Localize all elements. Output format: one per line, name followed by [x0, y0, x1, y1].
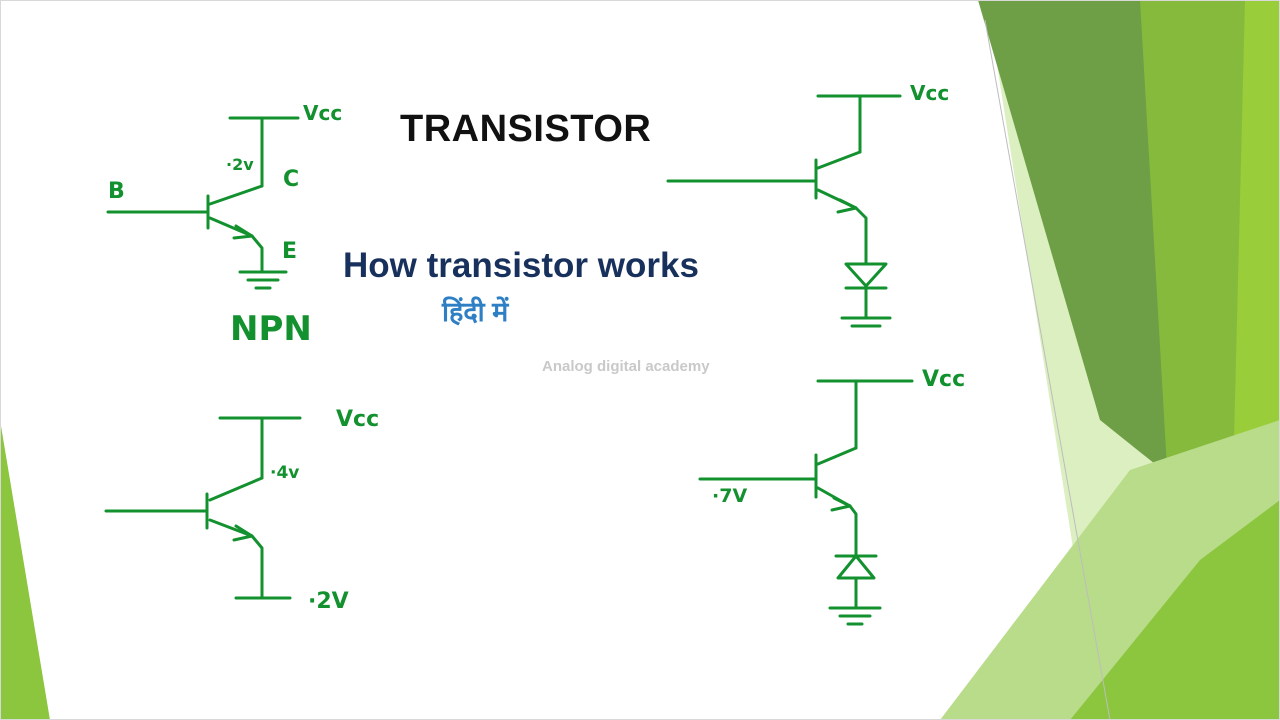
emitter-wire — [848, 504, 858, 558]
emitter-wire — [854, 206, 868, 266]
voltage-label: ·2v — [226, 155, 254, 174]
hindi-subtitle: हिंदी में — [442, 297, 509, 327]
slide-title: TRANSISTOR — [400, 108, 652, 150]
emitter-voltage-label: ·2V — [308, 589, 349, 614]
left-green-wedge — [0, 420, 50, 720]
ground-symbol — [840, 316, 892, 328]
emitter-arrow — [836, 198, 858, 214]
base-voltage-label: ·7V — [712, 485, 747, 507]
ground-symbol — [238, 270, 288, 290]
npn-label: NPN — [230, 309, 312, 349]
collector-lead — [816, 446, 858, 466]
emitter-wire — [250, 234, 264, 274]
vcc-label: Vcc — [303, 101, 342, 125]
npn-labeled-circuit: Vcc B C E ·2v NPN — [106, 101, 342, 349]
ground-symbol — [828, 606, 882, 626]
collector-lead — [208, 184, 264, 206]
collector-lead — [208, 476, 264, 502]
collector-voltage-label: ·4v — [270, 463, 299, 483]
emitter-wire — [250, 534, 264, 600]
vcc-label: Vcc — [922, 367, 965, 392]
collector-lead — [816, 150, 862, 170]
emitter-arrow — [232, 224, 254, 240]
slide-subtitle: How transistor works — [343, 246, 699, 285]
diode-circuit-top: Vcc — [666, 81, 949, 328]
base-label: B — [108, 179, 125, 204]
diode-circuit-bottom: Vcc ·7V — [698, 367, 965, 626]
watermark: Analog digital academy — [542, 358, 710, 375]
transistor-circuit-bottom-left: Vcc ·4v ·2V — [104, 407, 379, 614]
thin-diagonal-line — [984, 19, 1111, 720]
vcc-label: Vcc — [336, 407, 379, 432]
diode-symbol — [834, 554, 878, 580]
bottom-green-wedge — [1070, 500, 1280, 720]
emitter-label: E — [282, 239, 297, 264]
diode-symbol — [844, 262, 888, 290]
vcc-label: Vcc — [910, 81, 949, 105]
collector-label: C — [283, 167, 299, 192]
right-dark-band — [978, 0, 1200, 500]
